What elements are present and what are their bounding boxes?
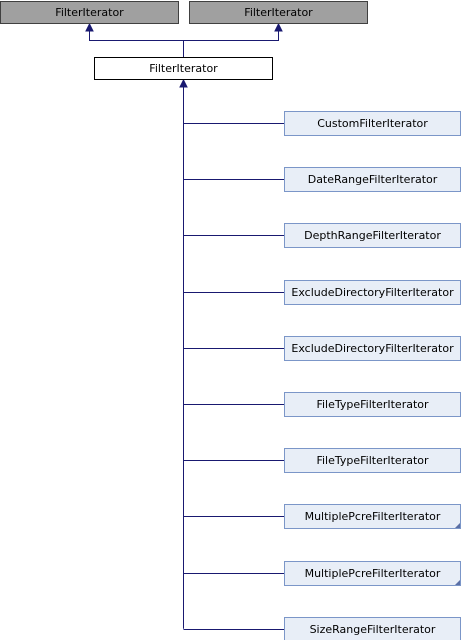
focus-class-node: FilterIterator bbox=[94, 57, 273, 80]
derived-class-node-label: DateRangeFilterIterator bbox=[308, 173, 438, 186]
base-class-node[interactable]: FilterIterator bbox=[0, 1, 179, 24]
base-class-node-box bbox=[189, 1, 368, 24]
derived-class-node-label: MultiplePcreFilterIterator bbox=[305, 510, 441, 523]
inheritance-arrowhead bbox=[179, 78, 188, 88]
derived-class-node[interactable]: MultiplePcreFilterIterator bbox=[284, 504, 461, 529]
derived-class-node-box bbox=[284, 448, 461, 473]
derived-class-node[interactable]: MultiplePcreFilterIterator bbox=[284, 561, 461, 586]
base-class-node-label: FilterIterator bbox=[244, 6, 313, 19]
focus-class-node-label: FilterIterator bbox=[149, 62, 218, 75]
base-class-node[interactable]: FilterIterator bbox=[189, 1, 368, 24]
derived-class-node-box bbox=[284, 167, 461, 192]
base-class-node-label: FilterIterator bbox=[55, 6, 124, 19]
edge-to-base bbox=[183, 31, 279, 41]
derived-class-node[interactable]: SizeRangeFilterIterator bbox=[284, 617, 461, 640]
derived-class-node-box bbox=[284, 617, 461, 640]
derived-class-node[interactable]: CustomFilterIterator bbox=[284, 111, 461, 136]
inheritance-arrowhead bbox=[85, 22, 94, 32]
inheritance-edges bbox=[85, 22, 284, 630]
derived-class-node-box bbox=[284, 561, 461, 586]
derived-class-node[interactable]: ExcludeDirectoryFilterIterator bbox=[284, 280, 461, 305]
derived-class-node[interactable]: FileTypeFilterIterator bbox=[284, 448, 461, 473]
derived-class-node-box bbox=[284, 392, 461, 417]
derived-class-node-label: FileTypeFilterIterator bbox=[316, 454, 429, 467]
inheritance-arrowhead bbox=[274, 22, 283, 32]
derived-class-node-box bbox=[284, 280, 461, 305]
derived-class-node-label: ExcludeDirectoryFilterIterator bbox=[291, 342, 454, 355]
derived-class-node-truncation-marker bbox=[455, 523, 460, 528]
derived-class-node-label: ExcludeDirectoryFilterIterator bbox=[291, 286, 454, 299]
derived-class-node-label: DepthRangeFilterIterator bbox=[304, 229, 441, 242]
derived-class-node-truncation-marker bbox=[455, 580, 460, 585]
derived-class-node-label: FileTypeFilterIterator bbox=[316, 398, 429, 411]
derived-class-node-box bbox=[284, 223, 461, 248]
focus-class-node-box bbox=[94, 57, 273, 80]
derived-class-node[interactable]: ExcludeDirectoryFilterIterator bbox=[284, 336, 461, 361]
derived-class-node[interactable]: FileTypeFilterIterator bbox=[284, 392, 461, 417]
derived-class-node[interactable]: DateRangeFilterIterator bbox=[284, 167, 461, 192]
derived-class-node-box bbox=[284, 504, 461, 529]
derived-class-node[interactable]: DepthRangeFilterIterator bbox=[284, 223, 461, 248]
base-class-node-box bbox=[0, 1, 179, 24]
derived-class-node-box bbox=[284, 336, 461, 361]
derived-class-node-box bbox=[284, 111, 461, 136]
edge-to-base bbox=[89, 31, 184, 41]
derived-class-node-label: CustomFilterIterator bbox=[317, 117, 428, 130]
derived-class-node-label: MultiplePcreFilterIterator bbox=[305, 567, 441, 580]
derived-class-node-label: SizeRangeFilterIterator bbox=[310, 623, 436, 636]
